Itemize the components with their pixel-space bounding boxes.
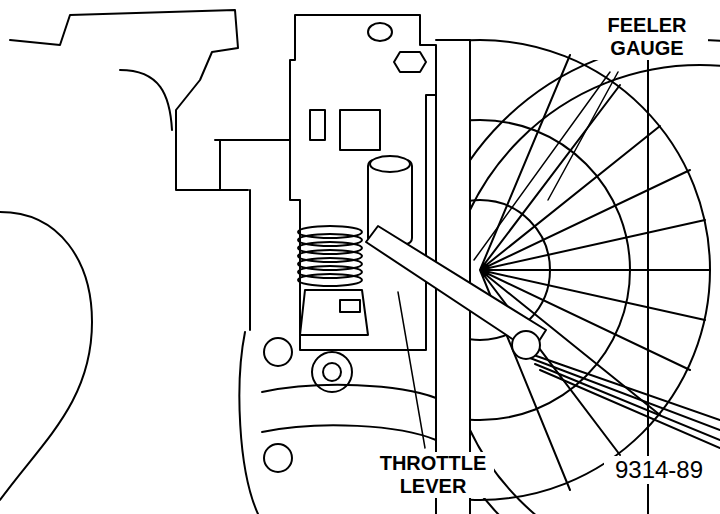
duct-edge bbox=[647, 40, 649, 514]
manifold-edge bbox=[215, 140, 292, 330]
gauge-holder bbox=[370, 156, 410, 172]
body-detail bbox=[310, 110, 380, 150]
screen-spoke bbox=[480, 55, 710, 490]
mount-hole bbox=[368, 23, 392, 41]
return-spring bbox=[298, 226, 362, 286]
gauge-pivot bbox=[512, 331, 540, 359]
part-label: FEELER GAUGE bbox=[586, 14, 708, 60]
figure-number: 9314-89 bbox=[604, 456, 714, 484]
duct-ring bbox=[470, 40, 720, 514]
manifold-curve bbox=[239, 332, 258, 514]
bolt-head bbox=[264, 338, 292, 366]
part-label: THROTTLE LEVER bbox=[372, 452, 494, 498]
leader-line bbox=[398, 292, 425, 448]
throttle-shaft bbox=[323, 363, 341, 381]
manifold-curve bbox=[0, 212, 92, 500]
screen-arc bbox=[470, 40, 710, 500]
bolt-head bbox=[394, 52, 426, 72]
duct-ring bbox=[470, 65, 720, 514]
manifold-edge bbox=[120, 70, 172, 130]
hose bbox=[262, 385, 436, 440]
throttle-body bbox=[290, 15, 436, 350]
leader-line bbox=[474, 72, 618, 260]
throttle-lever bbox=[300, 290, 368, 335]
stop-screw bbox=[340, 300, 360, 312]
manifold-outline bbox=[10, 10, 248, 190]
gauge-leaves bbox=[525, 352, 720, 448]
bolt-head bbox=[264, 444, 292, 472]
